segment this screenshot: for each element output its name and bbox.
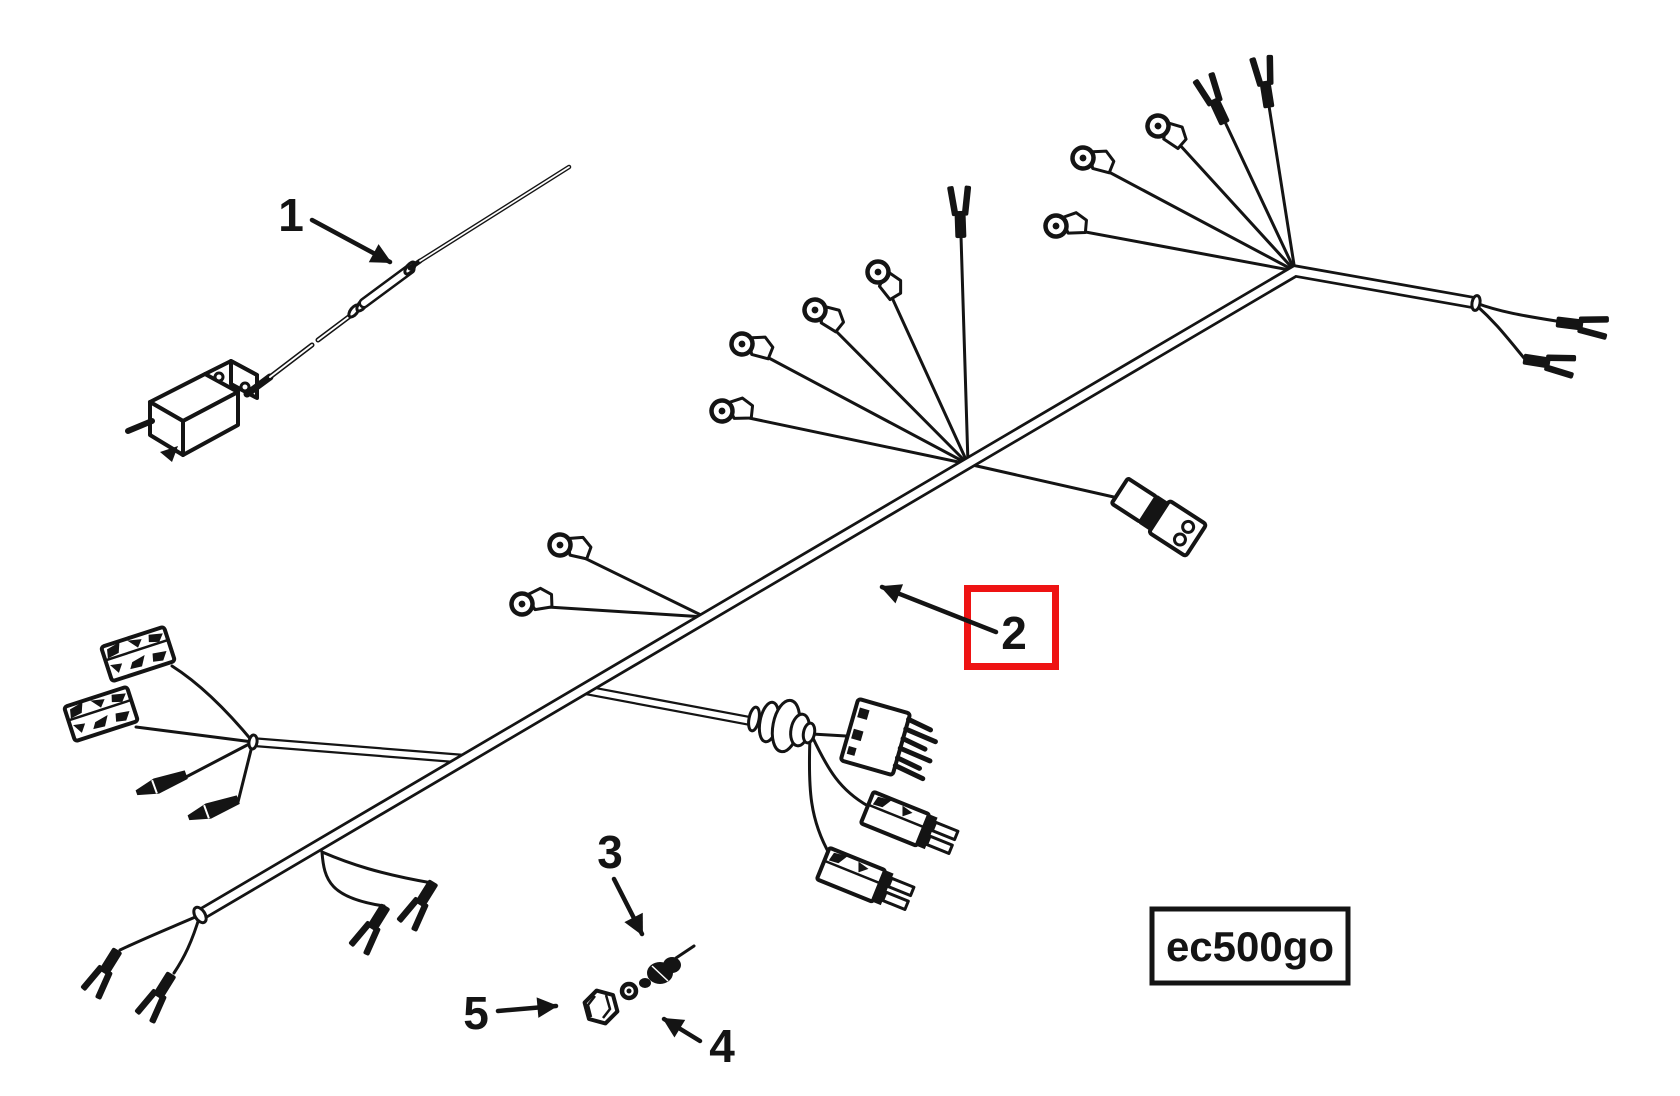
- part-1-cable-assembly: [125, 164, 572, 462]
- part-5-nut: [582, 988, 620, 1026]
- cable-shaft: [243, 164, 572, 398]
- blade-terminal: [132, 766, 191, 802]
- fork-terminal: [79, 943, 129, 1001]
- ring-terminal: [1044, 211, 1088, 239]
- ring-terminal: [801, 296, 848, 333]
- callout-5-arrow: [495, 997, 559, 1018]
- ring-terminal: [710, 396, 754, 423]
- callout-1[interactable]: 1: [278, 189, 393, 265]
- fork-terminal: [946, 185, 974, 239]
- breaker-connector-1: [858, 789, 962, 861]
- wires-grommet-tail: [807, 732, 870, 857]
- cable-end-connector: [125, 359, 259, 462]
- callout-5[interactable]: 5: [463, 987, 559, 1039]
- ring-terminal: [1071, 146, 1115, 173]
- grommet-boot: [747, 698, 817, 754]
- fork-terminal: [133, 967, 183, 1025]
- fork-terminal: [1248, 53, 1282, 110]
- fork-terminal: [347, 899, 397, 957]
- multi-pin-connector-2: [62, 684, 140, 744]
- harness-main-tube: [192, 264, 1482, 925]
- callout-4[interactable]: 4: [661, 1016, 735, 1072]
- ring-terminal: [509, 585, 555, 617]
- wires-left-cluster: [134, 664, 255, 804]
- fork-terminal: [1191, 70, 1237, 129]
- callout-4-arrow: [661, 1016, 703, 1044]
- harness-branch-tube-grommet: [584, 685, 751, 726]
- drawing-code-border: [1149, 906, 1351, 986]
- fork-terminal: [1554, 309, 1610, 341]
- ring-terminal: [1144, 112, 1191, 150]
- callout-5-label[interactable]: 5: [463, 987, 489, 1039]
- ring-terminal: [730, 332, 774, 359]
- callout-3[interactable]: 3: [597, 826, 645, 937]
- callout-1-arrow: [309, 217, 393, 265]
- ring-terminal: [863, 257, 908, 302]
- wires-right-end: [1474, 301, 1558, 360]
- callout-3-label[interactable]: 3: [597, 826, 623, 878]
- callout-4-label[interactable]: 4: [709, 1020, 735, 1072]
- wires-small-pair: [530, 548, 707, 619]
- wires-middle-fan: [728, 234, 1129, 502]
- ring-terminal: [548, 533, 592, 559]
- wires-top-right-fan: [1062, 104, 1297, 273]
- callout-3-arrow: [611, 876, 645, 937]
- part-4-washer: [619, 981, 639, 1001]
- callout-1-label[interactable]: 1: [278, 189, 304, 241]
- pin-header-connector: [839, 697, 938, 782]
- callout-2-label[interactable]: 2: [1001, 607, 1027, 659]
- drawing-code-text: ec500go: [1166, 923, 1334, 970]
- fork-terminal: [1521, 346, 1578, 380]
- main-wiring-harness: [62, 53, 1610, 1025]
- fork-terminal: [395, 875, 445, 933]
- two-pin-connector: [1110, 477, 1208, 558]
- breaker-connector-2: [814, 845, 918, 917]
- multi-pin-connector-1: [99, 624, 177, 684]
- drawing-code-box: ec500go: [1149, 906, 1351, 986]
- callout-2-arrow: [879, 584, 999, 635]
- callout-2[interactable]: 2: [879, 584, 1059, 670]
- part-3-sensor: [639, 944, 696, 988]
- blade-terminal: [184, 791, 243, 827]
- callout-2-highlight-box[interactable]: [964, 585, 1059, 670]
- harness-branch-tube-left: [252, 737, 467, 764]
